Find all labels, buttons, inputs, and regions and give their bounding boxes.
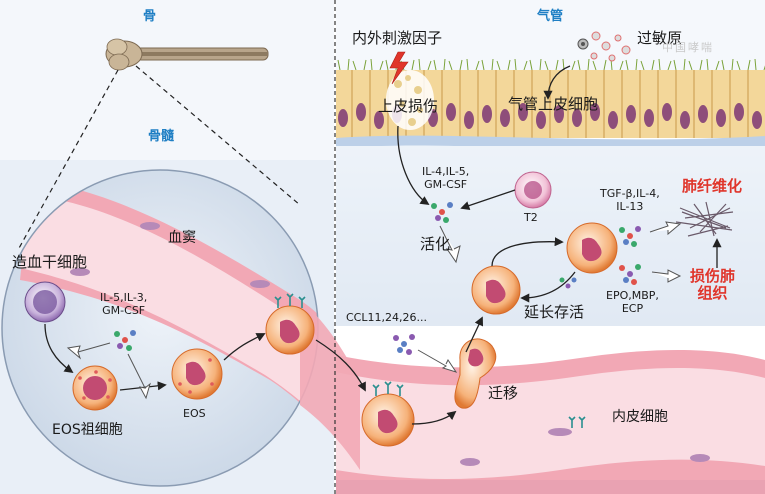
airway-epithelium-label: 气管上皮细胞 xyxy=(508,95,599,113)
cytokine-dots-granule xyxy=(619,264,641,285)
epithelial-injury-label: 上皮损伤 xyxy=(378,97,439,115)
activation-label: 活化 xyxy=(420,235,451,253)
eos-cell-survival xyxy=(566,222,618,274)
eos-cell-sinusoid xyxy=(265,293,315,355)
t2-cell xyxy=(514,171,552,209)
endothelial-cell-label: 内皮细胞 xyxy=(612,409,668,425)
eos-label: EOS xyxy=(183,407,206,420)
cytokine-dots-th2 xyxy=(431,202,453,223)
cytokine-dots-fibrosis xyxy=(619,226,641,247)
hematopoietic-stem-cell xyxy=(24,281,66,323)
marrow-title: 骨髓 xyxy=(148,129,175,144)
hollow-arrows xyxy=(66,221,682,400)
watermark: 中国哮喘 xyxy=(662,41,714,54)
cilia-layer xyxy=(337,58,765,71)
hsc-label: 造血干细胞 xyxy=(12,253,88,271)
sinusoid-label: 血窦 xyxy=(168,230,196,246)
eos-cell-activated xyxy=(471,265,521,315)
eos-cell-migrating xyxy=(454,338,497,409)
allergen-label: 过敏原 xyxy=(637,29,683,47)
airway-title: 气管 xyxy=(537,9,564,24)
fibrosis-fibers xyxy=(675,201,734,237)
th2-cytokines-label: IL-4,IL-5,GM-CSF xyxy=(422,165,470,191)
prolonged-survival-label: 延长存活 xyxy=(524,303,585,321)
cytokine-dots-chemokine xyxy=(393,334,415,355)
eos-progenitor-cell xyxy=(72,365,118,411)
cytokine-dots-activated xyxy=(559,277,577,289)
eos-cell-vessel xyxy=(361,381,415,447)
granule-proteins-label: EPO,MBP,ECP xyxy=(606,289,659,315)
stimuli-label: 内外刺激因子 xyxy=(352,29,443,47)
eos-cell-marrow xyxy=(171,348,223,400)
chemokines-label: CCL11,24,26... xyxy=(346,311,427,324)
pathway-arrows xyxy=(44,65,722,425)
eos-progenitor-label: EOS祖细胞 xyxy=(52,422,123,438)
t2-label: T2 xyxy=(524,211,538,224)
lung-fibrosis-label: 肺纤维化 xyxy=(682,177,743,195)
marrow-magnified-view xyxy=(1,169,319,487)
cytokine-dots-marrow xyxy=(114,330,136,351)
bone-title: 骨 xyxy=(143,9,157,24)
migration-label: 迁移 xyxy=(488,384,519,402)
allergen-particles-icon xyxy=(577,31,631,62)
fibrosis-cytokines-label: TGF-β,IL-4,IL-13 xyxy=(600,187,660,213)
lightning-icon xyxy=(389,51,409,85)
lung-damage-label: 损伤肺组织 xyxy=(690,267,736,303)
marrow-cytokines-label: IL-5,IL-3,GM-CSF xyxy=(100,291,148,317)
bone-illustration xyxy=(105,38,269,71)
